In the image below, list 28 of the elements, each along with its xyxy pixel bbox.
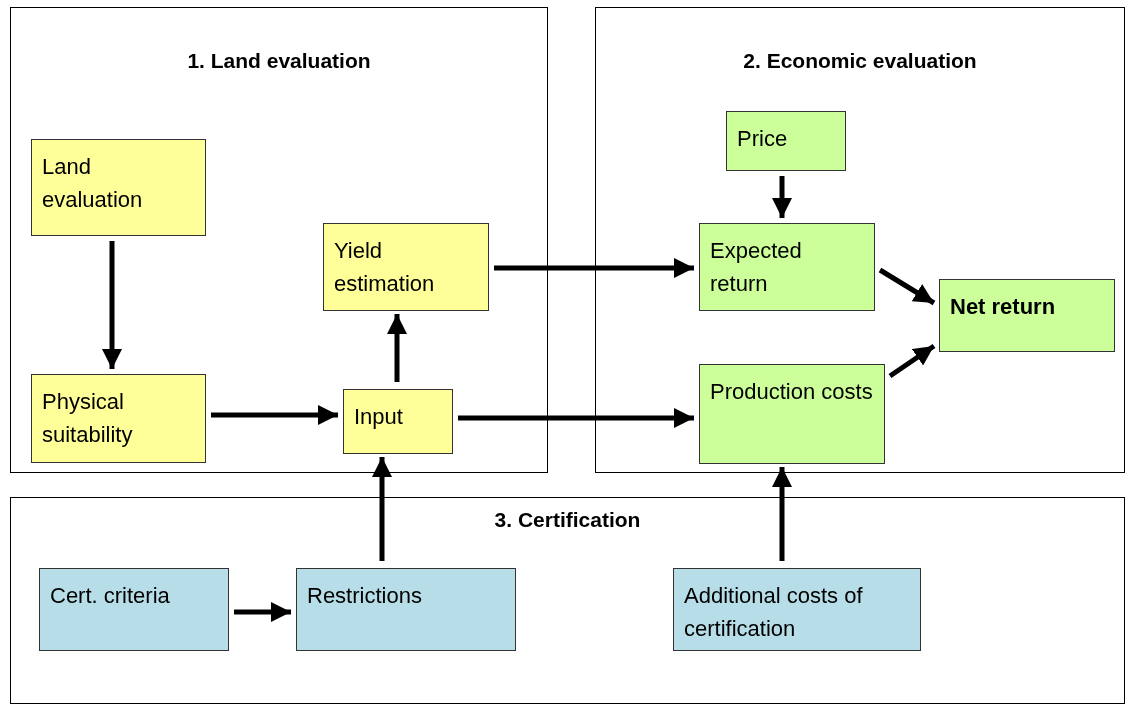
process-box: Additional costs of certification (673, 568, 921, 651)
group-box (10, 497, 1125, 704)
process-box: Price (726, 111, 846, 171)
process-box: Restrictions (296, 568, 516, 651)
group-box (10, 7, 548, 473)
arrow (102, 241, 122, 369)
arrow (458, 408, 694, 428)
process-box: Input (343, 389, 453, 454)
arrow (494, 258, 694, 278)
group-title: 2. Economic evaluation (743, 49, 977, 73)
process-box: Land evaluation (31, 139, 206, 236)
process-box: Yield estimation (323, 223, 489, 311)
group-box (595, 7, 1125, 473)
arrow (234, 602, 291, 622)
process-box: Physical suitability (31, 374, 206, 463)
arrow (772, 176, 792, 218)
arrow (372, 457, 392, 561)
arrow (387, 314, 407, 382)
process-box: Expected return (699, 223, 875, 311)
arrow (878, 267, 936, 306)
group-title: 1. Land evaluation (187, 49, 371, 73)
arrow (211, 405, 338, 425)
process-box: Cert. criteria (39, 568, 229, 651)
process-box: Net return (939, 279, 1115, 352)
group-title: 3. Certification (494, 508, 641, 532)
arrow (888, 343, 936, 379)
arrow (772, 467, 792, 561)
process-box: Production costs (699, 364, 885, 464)
